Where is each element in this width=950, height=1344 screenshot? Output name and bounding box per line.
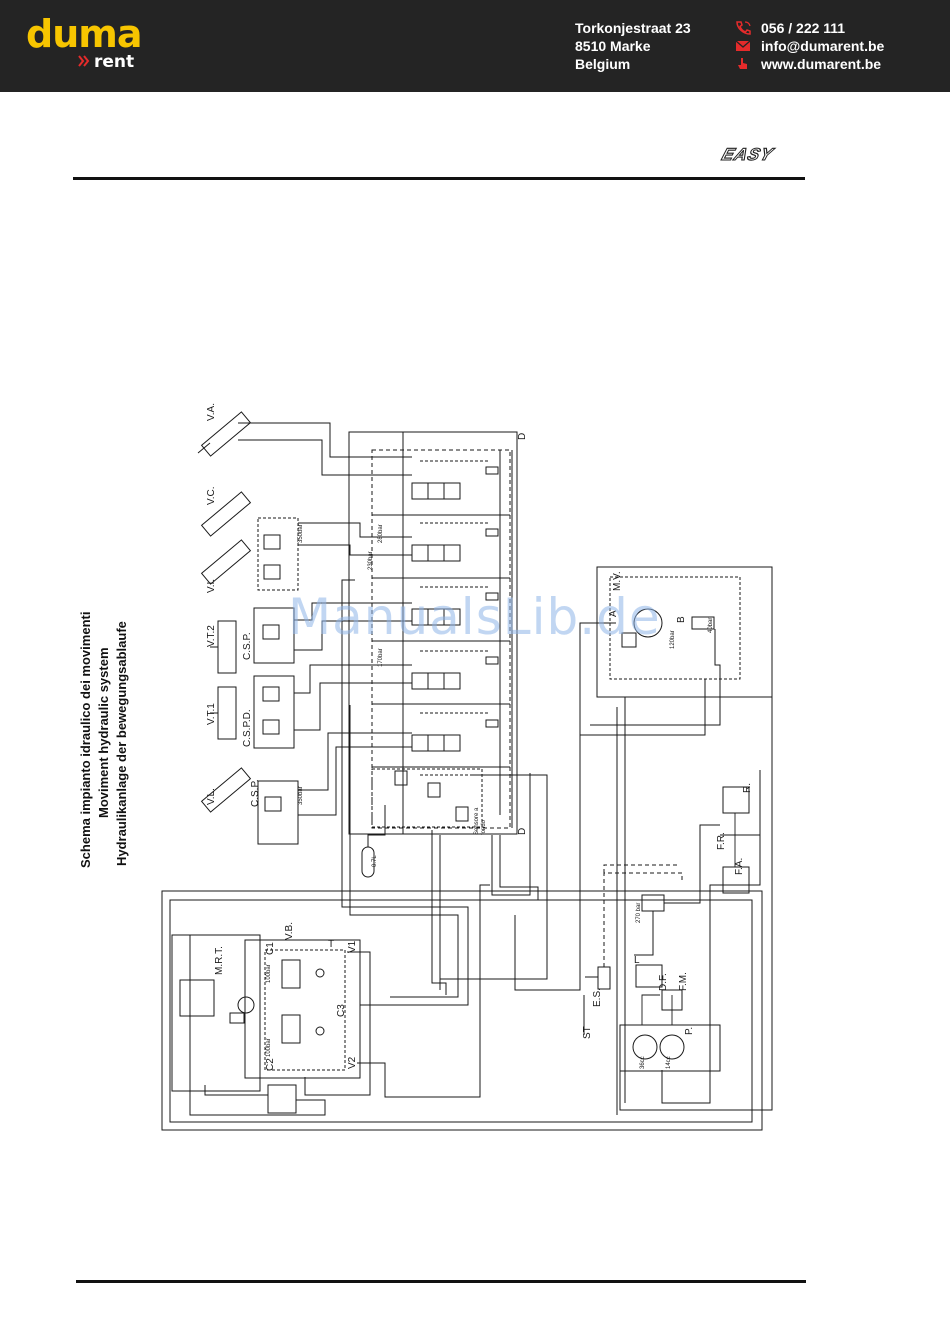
cylinder-vl [200, 767, 252, 813]
cylinder-va [197, 411, 252, 457]
label-p280: 280bar [378, 524, 384, 543]
cylinder-vc [200, 491, 252, 537]
label-d-top: D [517, 433, 528, 440]
label-c2: C2 [265, 1058, 276, 1071]
label-c1: C1 [265, 942, 276, 955]
return-filter [722, 786, 750, 814]
label-vt2: V.T.2 [206, 625, 217, 647]
label-p350-1: 350bar [298, 524, 304, 543]
label-r: R. [742, 783, 753, 793]
label-t: T [328, 939, 334, 950]
logo-rent-text: rent [94, 52, 135, 72]
spool-valves [411, 482, 461, 752]
label-a: A [608, 610, 619, 617]
suction-filter [722, 866, 750, 894]
cylinder-vi [200, 539, 252, 585]
label-vt1: V.T.1 [206, 703, 217, 725]
pressure-relief [641, 894, 665, 912]
website-row[interactable]: www.dumarent.be [735, 55, 884, 73]
label-d-bottom: D [517, 828, 528, 835]
frame-lower [161, 890, 763, 1131]
label-p: P. [684, 1027, 695, 1035]
phone-number: 056 / 222 111 [761, 20, 846, 36]
label-fa: F.A. [734, 858, 745, 875]
label-mrt: M.R.T. [214, 946, 225, 975]
label-l: L [634, 955, 640, 966]
mrt-block [171, 934, 261, 1092]
company-address: Torkonjestraat 23 8510 Marke Belgium [575, 19, 691, 73]
phone-row[interactable]: 056 / 222 111 [735, 19, 884, 37]
email-row[interactable]: info@dumarent.be [735, 37, 884, 55]
label-vc: V.C. [206, 486, 217, 505]
address-line: Belgium [575, 56, 631, 72]
label-st: ST [582, 1026, 593, 1039]
label-p170: 170bar [378, 648, 384, 667]
company-logo[interactable]: duma rent [26, 14, 146, 76]
pump-block [619, 1024, 721, 1072]
solenoid-es [597, 966, 611, 990]
cylinder-vt1 [210, 686, 237, 740]
label-p230: 230bar [368, 551, 374, 570]
label-vi: V.I. [206, 579, 217, 593]
label-es: E.S. [592, 988, 603, 1007]
label-v2: V2 [347, 1056, 358, 1069]
address-line: Torkonjestraat 23 [575, 20, 691, 36]
label-p100-2: 100bar [266, 1038, 272, 1057]
label-sensore-2: fondo [481, 819, 487, 835]
label-vb: V.B. [284, 922, 295, 940]
label-v1: V1 [347, 940, 358, 953]
phone-icon [736, 21, 751, 35]
vb-block [244, 939, 361, 1079]
chevrons-icon [78, 55, 90, 67]
address-line: 8510 Marke [575, 38, 651, 54]
header-bar: duma rent Torkonjestraat 23 8510 Marke B… [0, 0, 950, 92]
label-csp-top: C.S.P. [242, 632, 253, 660]
contact-block: 056 / 222 111 info@dumarent.be www.dumar… [735, 19, 884, 73]
label-p270: 270 bar [636, 903, 642, 923]
label-p120: 120bar [670, 630, 676, 649]
label-b: B [676, 616, 687, 623]
mail-icon [735, 40, 751, 51]
top-rule [73, 177, 805, 180]
label-df: D.F. [658, 973, 669, 991]
label-fm: F.M. [678, 972, 689, 991]
label-mv: M.V. [612, 571, 623, 591]
label-p100-1: 100bar [266, 964, 272, 983]
rotation-motor [633, 608, 663, 638]
label-sensore-1: Sensore a [474, 807, 480, 835]
filter-box [267, 1084, 297, 1114]
label-vl: V.L. [206, 788, 217, 805]
brand-text: EASY [720, 144, 777, 163]
label-q14: 14cc [666, 1056, 672, 1069]
label-q7l: 0.7L [372, 855, 378, 867]
label-csp-bottom: C.S.P. [250, 779, 261, 807]
label-cspd: C.S.P.D. [242, 709, 253, 747]
hydraulic-schematic: V.A. V.C. V.I. V.T.2 V.T.1 V.L. C.S.P. C… [161, 403, 773, 1131]
bottom-rule [76, 1280, 806, 1283]
label-c3: C3 [336, 1004, 347, 1017]
label-p40: 40bar [708, 618, 714, 633]
filter-df [635, 964, 663, 988]
website-url: www.dumarent.be [761, 56, 882, 72]
label-va: V.A. [206, 403, 217, 421]
label-p350-2: 350bar [298, 786, 304, 805]
email-address: info@dumarent.be [761, 38, 885, 54]
label-fr: F.R. [716, 832, 727, 850]
cylinder-vt2 [210, 620, 237, 674]
logo-duma-text: duma [26, 12, 142, 56]
easy-brand-logo: EASY [719, 144, 777, 164]
web-pointer-icon [738, 58, 747, 69]
label-q36: 36cc [640, 1056, 646, 1069]
watermark: ManualsLib.de [288, 588, 661, 646]
valve-bank-frame [348, 431, 518, 835]
